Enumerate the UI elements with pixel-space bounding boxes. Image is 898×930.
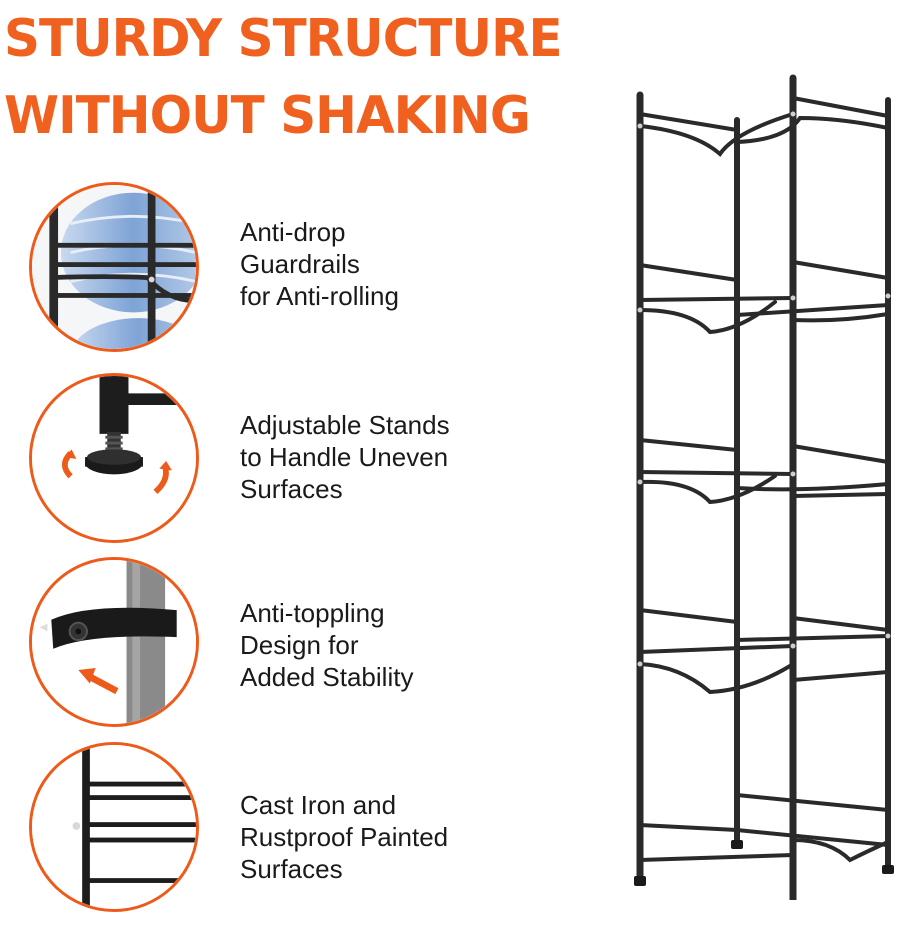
guardrail-detail-image — [29, 182, 199, 352]
painted-frame-icon — [32, 745, 196, 909]
feature-anti-toppling-line-1: Anti-toppling — [240, 598, 385, 628]
feature-adjustable-stands-line-1: Adjustable Stands — [240, 410, 450, 440]
adjustable-foot-icon — [32, 376, 196, 540]
feature-adjustable-stands: Adjustable Stands to Handle Uneven Surfa… — [240, 409, 540, 505]
feature-painted-surfaces: Cast Iron and Rustproof Painted Surfaces — [240, 789, 540, 885]
feature-anti-toppling-line-2: Design for — [240, 630, 359, 660]
feature-guardrails-line-2: Guardrails — [240, 249, 360, 279]
adjustable-stand-detail-image — [29, 373, 199, 543]
feature-guardrails: Anti-drop Guardrails for Anti-rolling — [240, 216, 540, 312]
feature-guardrails-line-1: Anti-drop — [240, 217, 346, 247]
feature-painted-surfaces-line-1: Cast Iron and — [240, 790, 397, 820]
anti-toppling-detail-image — [29, 557, 199, 727]
feature-adjustable-stands-line-3: Surfaces — [240, 474, 343, 504]
feature-anti-toppling-line-3: Added Stability — [240, 662, 414, 692]
headline-line-2: WITHOUT SHAKING — [4, 86, 531, 146]
painted-surface-detail-image — [29, 742, 199, 912]
feature-painted-surfaces-line-2: Rustproof Painted — [240, 822, 449, 852]
feature-adjustable-stands-line-2: to Handle Uneven — [240, 442, 449, 472]
headline-line-1: STURDY STRUCTURE — [4, 9, 563, 69]
water-bottle-rack-image — [634, 74, 894, 900]
feature-anti-toppling: Anti-toppling Design for Added Stability — [240, 597, 540, 693]
feature-painted-surfaces-line-3: Surfaces — [240, 854, 343, 884]
bottle-guardrail-icon — [32, 185, 196, 349]
feature-guardrails-line-3: for Anti-rolling — [240, 281, 399, 311]
anti-tip-strap-icon — [32, 560, 196, 724]
